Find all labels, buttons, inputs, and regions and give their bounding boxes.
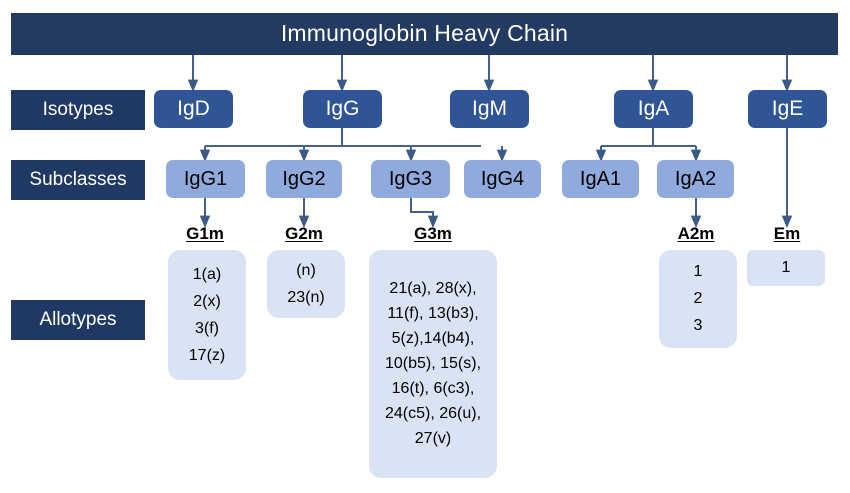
allotype-value: 24(c5), 26(u), <box>384 405 482 422</box>
allotype-value: 17(z) <box>188 346 226 364</box>
allotype-value: 2(x) <box>193 292 221 310</box>
allotype-panel-g2m: (n) 23(n) <box>267 250 345 318</box>
allotype-value: 1 <box>693 263 703 280</box>
allotype-value: 3(f) <box>195 319 219 337</box>
allotype-value: 27(v) <box>414 430 452 447</box>
isotype-igd[interactable]: IgD <box>154 90 233 128</box>
allotype-title-g2m: G2m <box>285 224 323 243</box>
row-label-subclasses: Subclasses <box>11 160 145 200</box>
allotype-value: 1 <box>781 259 791 276</box>
allotype-value: (n) <box>296 261 316 279</box>
allotype-value: 5(z),14(b4), <box>391 330 475 347</box>
allotype-value: 3 <box>693 317 703 334</box>
page-title: Immunoglobin Heavy Chain <box>11 13 838 55</box>
subclass-iga1[interactable]: IgA1 <box>562 160 639 198</box>
allotype-panel-em: 1 <box>747 250 825 286</box>
allotype-panel-a2m: 1 2 3 <box>659 250 737 348</box>
allotype-value: 11(f), 13(b3), <box>387 305 479 322</box>
subclass-igg1[interactable]: IgG1 <box>166 160 245 198</box>
isotype-igm[interactable]: IgM <box>450 90 529 128</box>
subclass-igg3[interactable]: IgG3 <box>371 160 450 198</box>
allotype-value: 10(b5), 15(s), <box>384 355 482 372</box>
subclass-iga2[interactable]: IgA2 <box>657 160 734 198</box>
row-label-isotypes: Isotypes <box>11 90 145 130</box>
isotype-ige[interactable]: IgE <box>748 90 827 128</box>
allotype-value: 1(a) <box>192 265 222 283</box>
allotype-panel-g1m: 1(a) 2(x) 3(f) 17(z) <box>168 250 246 380</box>
allotype-value: 21(a), 28(x), <box>389 280 477 297</box>
allotype-title-g1m: G1m <box>186 224 224 243</box>
isotype-igg[interactable]: IgG <box>303 90 382 128</box>
allotype-value: 23(n) <box>287 288 325 306</box>
allotype-panel-g3m: 21(a), 28(x), 11(f), 13(b3), 5(z),14(b4)… <box>369 250 497 478</box>
allotype-title-g3m: G3m <box>414 224 452 243</box>
allotype-title-a2m: A2m <box>677 224 715 243</box>
subclass-igg2[interactable]: IgG2 <box>266 160 342 198</box>
allotype-value: 2 <box>693 290 703 307</box>
allotype-title-em: Em <box>773 224 801 243</box>
row-label-allotypes: Allotypes <box>11 300 145 340</box>
isotype-iga[interactable]: IgA <box>614 90 693 128</box>
allotype-value: 16(t), 6(c3), <box>391 380 475 397</box>
subclass-igg4[interactable]: IgG4 <box>464 160 541 198</box>
